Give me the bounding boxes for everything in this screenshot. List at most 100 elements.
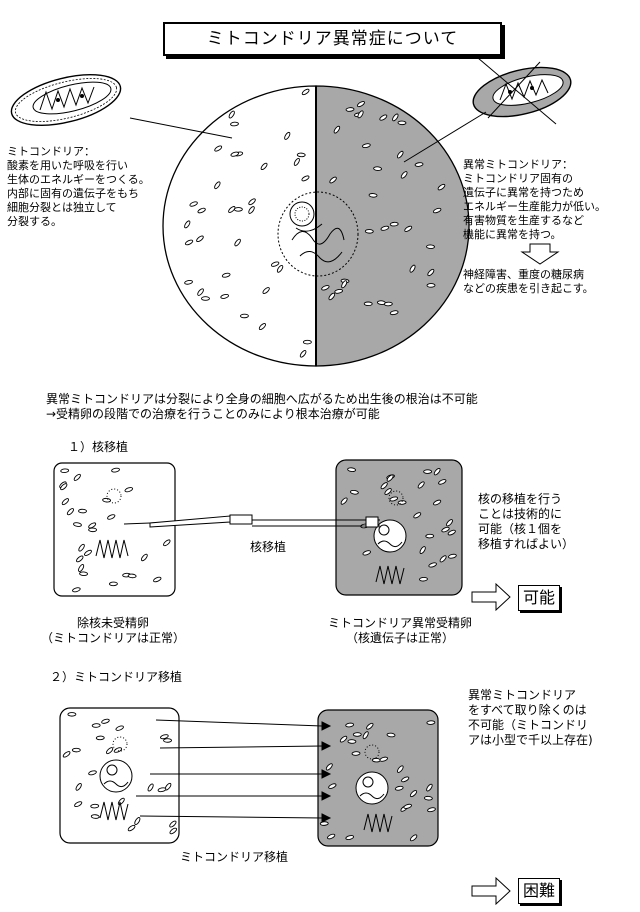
mitochondrion-mark [248, 206, 255, 214]
mitochondrion-mark [345, 722, 355, 728]
mitochondrion-mark [214, 181, 221, 190]
normal-mito-line: 酸素を用いた呼吸を行い [7, 159, 128, 172]
mitochondrion-mark [433, 467, 441, 476]
abnormal-fertilized-egg [335, 459, 463, 596]
mitochondrion-mark [78, 543, 85, 552]
section2-note: 異常ミトコンドリアをすべて取り除くのは不可能（ミトコンドリアは小型で千以上存在) [468, 688, 593, 748]
mitochondrion-mark [362, 731, 369, 740]
mitochondrion-mark [189, 201, 198, 207]
mitochondrion-mark [384, 488, 392, 495]
mitochondrion-mark [401, 776, 410, 783]
mitochondrion-mark [328, 292, 336, 301]
mitochondrion-mark [115, 725, 124, 731]
right-caption-line: （核遺伝子は正常） [345, 631, 454, 645]
mitochondrion-mark [90, 814, 100, 819]
mitochondrion-mark [221, 272, 231, 278]
left-caption-line: 除核未受精卵 [76, 616, 149, 630]
mitochondrion-mark [107, 514, 116, 520]
mitochondrion-mark [325, 763, 333, 771]
mitochondrion-mark [439, 555, 447, 563]
mitochondrion-mark [446, 519, 453, 527]
mitochondrion-mark [341, 280, 348, 289]
right-caption-line: ミトコンドリア異常受精卵 [327, 616, 472, 630]
mitochondrion-mark [260, 162, 268, 171]
mitochondrion-mark [392, 113, 399, 122]
mitochondrion-mark [417, 481, 425, 489]
mitochondrion-mark [220, 293, 230, 299]
mitochondrion-mark [362, 143, 371, 149]
mitochondrion-mark [78, 508, 87, 514]
mito-transfer-label: ミトコンドリア移植 [180, 850, 289, 864]
mitochondrion-mark [328, 783, 337, 789]
nucleus [277, 191, 359, 277]
mitochondrion-mark [426, 783, 433, 792]
mitochondrion-mark [184, 239, 194, 246]
mitochondrion-mark [258, 323, 266, 331]
mitochondrion-mark [364, 229, 374, 234]
mitochondrion-mark [423, 469, 433, 474]
mitochondrion-mark [419, 576, 428, 582]
pipette [123, 514, 380, 528]
mitochondrion-mark [329, 176, 337, 184]
mitochondrion-mark [441, 526, 450, 533]
mitochondrion-mark [228, 206, 236, 213]
abnormal-mito-text: 異常ミトコンドリア：ミトコンドリア固有の遺伝子に異常を持つためエネルギー生産能力… [463, 158, 606, 242]
mitochondrion-mark [379, 756, 389, 762]
mitochondrion-mark [73, 473, 81, 481]
mitochondrion-mark [88, 770, 97, 776]
abnormal-mito-line: エネルギー生産能力が低い。 [463, 200, 606, 213]
section1-heading: １）核移植 [68, 440, 129, 454]
statement-line: 異常ミトコンドリアは分裂により全身の細胞へ広がるため出生後の根治は不可能 [46, 392, 478, 406]
mitochondrion-mark [426, 720, 436, 725]
mitochondrion-mark [363, 301, 373, 307]
mitochondrion-mark [60, 483, 68, 491]
mitochondrion-mark [74, 801, 83, 808]
mitochondrion-mark [60, 468, 70, 474]
statement-line: →受精卵の段階での治療を行うことのみにより根本治療が可能 [46, 407, 380, 421]
mitochondrion-mark [78, 564, 85, 572]
mitochondrion-mark [351, 751, 361, 756]
mitochondrion-mark [157, 787, 167, 793]
normal-mito-text: ミトコンドリア：酸素を用いた呼吸を行い生体のエネルギーをつくる。内部に固有の遺伝… [7, 145, 150, 229]
disease-line: 神経障害、重度の糖尿病 [463, 268, 584, 281]
mitochondrion-mark [284, 131, 291, 140]
normal-mito-line: 生体のエネルギーをつくる。 [7, 173, 150, 186]
left-caption-line: （ミトコンドリアは正常） [40, 631, 185, 645]
mitochondrion-mark [301, 175, 310, 182]
mitochondrion-mark [228, 110, 235, 119]
mitochondrion-mark [124, 487, 134, 493]
mitochondrion-mark [333, 125, 341, 134]
mitochondrion-mark [396, 150, 404, 159]
mitochondrion-mark [76, 555, 84, 563]
mitochondrion-mark [383, 301, 393, 307]
mitochondrion-mark [169, 820, 177, 828]
mitochondrion-mark [127, 824, 136, 832]
mitochondrion-mark [362, 550, 371, 556]
mitochondrion-mark [105, 747, 114, 755]
mitochondrion-mark [425, 533, 435, 539]
normal-mitochondria-dots [184, 88, 312, 358]
mitochondrion-mark [234, 238, 241, 247]
mitochondrion-mark [91, 723, 101, 728]
right-egg-caption: ミトコンドリア異常受精卵（核遺伝子は正常） [305, 616, 495, 646]
mitochondrion-mark [340, 497, 348, 505]
mitochondrion-mark [379, 114, 388, 121]
page-title: ミトコンドリア異常症について [163, 22, 502, 56]
down-arrow-icon [520, 243, 560, 265]
mitochondrion-mark [380, 225, 390, 231]
mitochondrion-mark [380, 482, 388, 490]
mitochondrion-mark [95, 735, 105, 741]
mitochondrion-mark [426, 283, 436, 288]
mitochondrion-mark [230, 151, 240, 157]
mitochondrion-mark [62, 751, 71, 758]
mitochondrion-mark [248, 198, 256, 206]
disease-line: などの疾患を引き起こす。 [463, 282, 594, 295]
mitochondrion-mark [437, 183, 446, 191]
mitochondrion-mark [433, 499, 442, 506]
mitochondrion-mark [389, 221, 399, 227]
left-egg-caption: 除核未受精卵（ミトコンドリアは正常） [28, 616, 198, 646]
mitochondrion-mark [373, 166, 383, 171]
section2-note-line: 不可能（ミトコンドリ [468, 718, 589, 732]
mitochondrion-mark [334, 288, 344, 294]
mitochondrion-mark [347, 739, 357, 744]
